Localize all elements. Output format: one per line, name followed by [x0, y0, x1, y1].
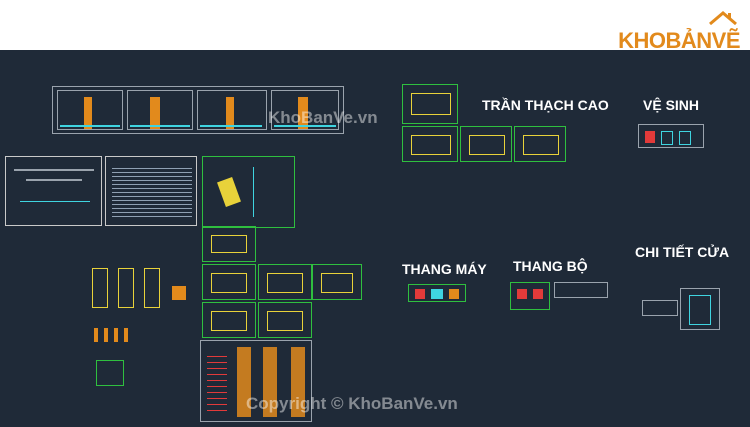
- elevation-sheet-strip[interactable]: [52, 86, 344, 134]
- ceiling-plan-sheet-3[interactable]: [460, 126, 512, 162]
- ceiling-plan-sheet-1[interactable]: [402, 84, 458, 124]
- ceiling-plan-sheet-2[interactable]: [402, 126, 458, 162]
- foundation-detail[interactable]: [96, 360, 124, 386]
- elevator-sheet[interactable]: [408, 284, 466, 302]
- floor-plan-sheet-3[interactable]: [258, 264, 312, 300]
- label-chi-tiet-cua: CHI TIẾT CỬA: [635, 244, 730, 260]
- label-thang-bo: THANG BỘ: [513, 258, 588, 274]
- cover-sheet[interactable]: [5, 156, 102, 226]
- column-details[interactable]: [94, 328, 130, 342]
- house-logo-icon: [709, 11, 737, 26]
- floor-plan-sheet-6[interactable]: [258, 302, 312, 338]
- stair-detail-4[interactable]: [172, 286, 186, 300]
- door-detail-sheet-1[interactable]: [642, 300, 678, 316]
- logo-text: KHOBẢNVẼ: [618, 28, 740, 53]
- stair-sheet-1[interactable]: [510, 282, 550, 310]
- ceiling-plan-sheet-4[interactable]: [514, 126, 566, 162]
- elevation-view-1: [57, 90, 123, 130]
- floor-plan-sheet-4[interactable]: [312, 264, 362, 300]
- door-detail-sheet-2[interactable]: [680, 288, 720, 330]
- watermark-center: KhoBanVe.vn: [268, 108, 378, 127]
- cad-drawing-canvas[interactable]: TRẦN THẠCH CAO VỆ SINH THANG MÁY THANG B…: [0, 50, 750, 427]
- stair-detail-1[interactable]: [92, 268, 108, 308]
- stair-sheet-2[interactable]: [554, 282, 608, 298]
- watermark-copyright: Copyright © KhoBanVe.vn: [246, 394, 458, 413]
- floor-plan-sheet-1[interactable]: [202, 226, 256, 262]
- label-thang-may: THANG MÁY: [402, 261, 487, 277]
- toilet-detail-sheet[interactable]: [638, 124, 704, 148]
- stair-detail-2[interactable]: [118, 268, 134, 308]
- section-sheet[interactable]: [200, 340, 312, 422]
- site-plan-sheet[interactable]: [202, 156, 295, 228]
- elevation-view-2: [127, 90, 193, 130]
- site-logo[interactable]: KHOBẢNVẼ: [618, 11, 740, 53]
- top-bar: KHOBẢNVẼ: [0, 0, 750, 53]
- label-tran-thach-cao: TRẦN THẠCH CAO: [482, 97, 609, 113]
- notes-table-sheet[interactable]: [105, 156, 197, 226]
- floor-plan-sheet-5[interactable]: [202, 302, 256, 338]
- floor-plan-sheet-2[interactable]: [202, 264, 256, 300]
- elevation-view-4: [271, 90, 339, 130]
- elevation-view-3: [197, 90, 267, 130]
- label-ve-sinh: VỆ SINH: [643, 97, 700, 113]
- stair-detail-3[interactable]: [144, 268, 160, 308]
